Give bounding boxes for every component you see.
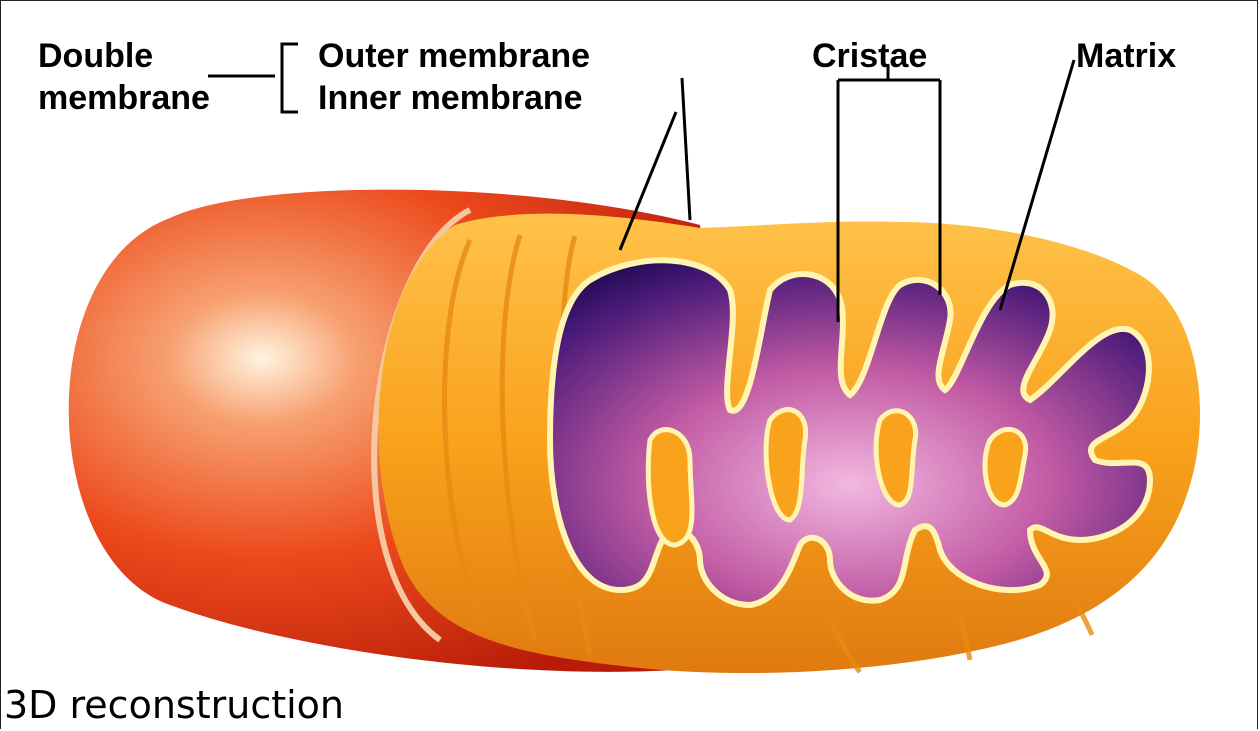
label-matrix: Matrix: [1076, 38, 1176, 74]
label-inner-membrane: Inner membrane: [318, 80, 583, 116]
label-cristae: Cristae: [812, 38, 927, 74]
label-double-line2: membrane: [38, 80, 210, 116]
label-outer-membrane: Outer membrane: [318, 38, 590, 74]
figure-caption: 3D reconstruction: [4, 680, 344, 730]
label-double-line1: Double: [38, 38, 153, 74]
